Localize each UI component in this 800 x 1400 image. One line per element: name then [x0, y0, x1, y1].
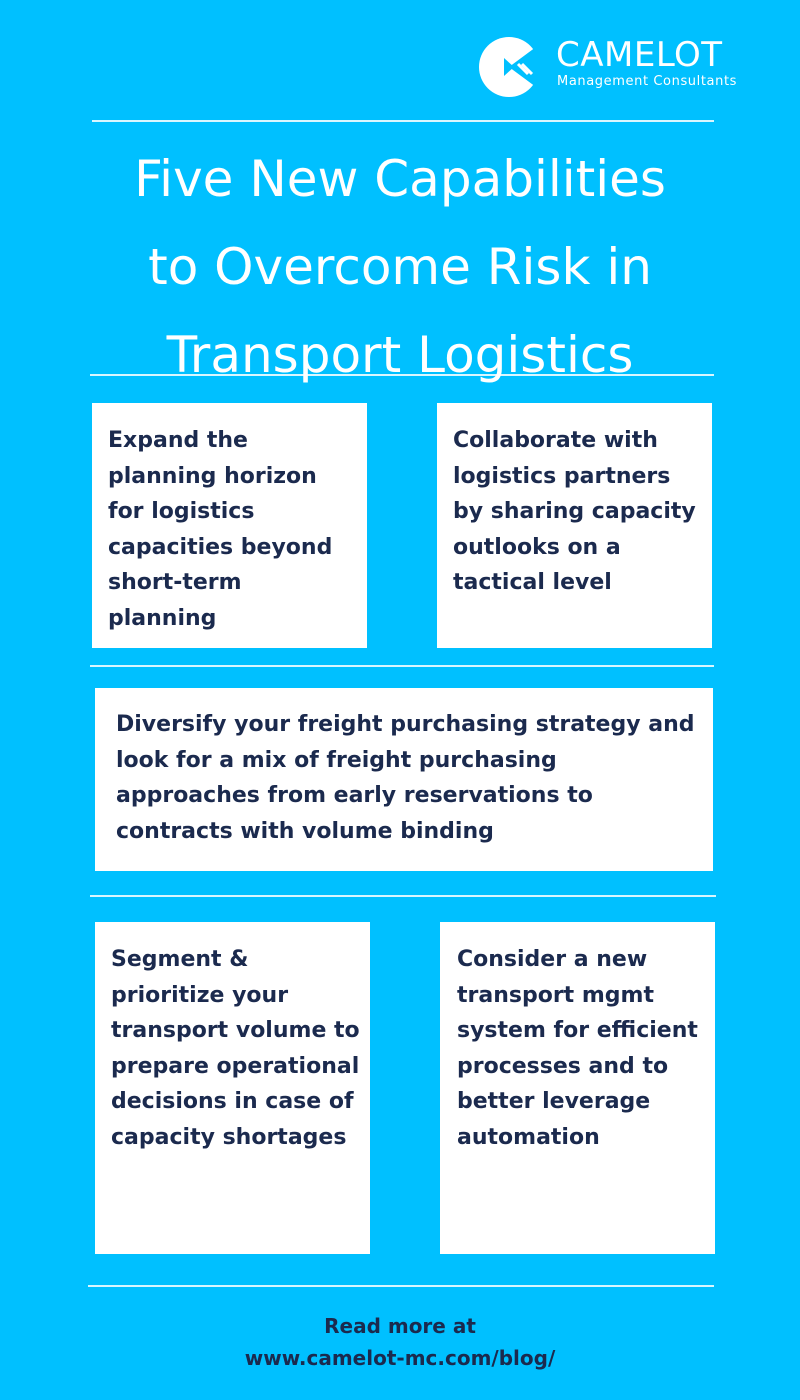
capability-card-1: Expand the planning horizon for logistic… — [92, 403, 367, 648]
divider — [92, 120, 714, 122]
capability-text: Collaborate with logistics partners by s… — [453, 428, 696, 595]
capability-card-5: Consider a new transport mgmt system for… — [440, 922, 715, 1254]
capability-text: Expand the planning horizon for logistic… — [108, 428, 333, 631]
divider — [90, 374, 714, 376]
read-more-label: Read more at — [324, 1314, 476, 1338]
capability-text: Segment & prioritize your transport volu… — [111, 947, 360, 1150]
capability-card-4: Segment & prioritize your transport volu… — [95, 922, 370, 1254]
capability-text: Diversify your freight purchasing strate… — [116, 712, 695, 844]
page-title: Five New Capabilities to Overcome Risk i… — [40, 135, 760, 399]
brand-tagline: Management Consultants — [557, 74, 738, 89]
camelot-logo-icon — [479, 37, 540, 97]
brand-logo: CAMELOT Management Consultants — [478, 35, 778, 97]
title-line-1: Five New Capabilities — [134, 150, 666, 208]
title-line-2: to Overcome Risk in — [148, 238, 652, 296]
read-more: Read more at www.camelot-mc.com/blog/ — [0, 1310, 800, 1374]
capability-card-3: Diversify your freight purchasing strate… — [95, 688, 713, 871]
brand-name: CAMELOT — [556, 35, 723, 75]
divider — [90, 895, 716, 897]
capability-card-2: Collaborate with logistics partners by s… — [437, 403, 712, 648]
blog-link[interactable]: www.camelot-mc.com/blog/ — [244, 1346, 556, 1370]
divider — [88, 1285, 714, 1287]
title-line-3: Transport Logistics — [166, 326, 634, 384]
capability-text: Consider a new transport mgmt system for… — [457, 947, 698, 1150]
divider — [90, 665, 714, 667]
